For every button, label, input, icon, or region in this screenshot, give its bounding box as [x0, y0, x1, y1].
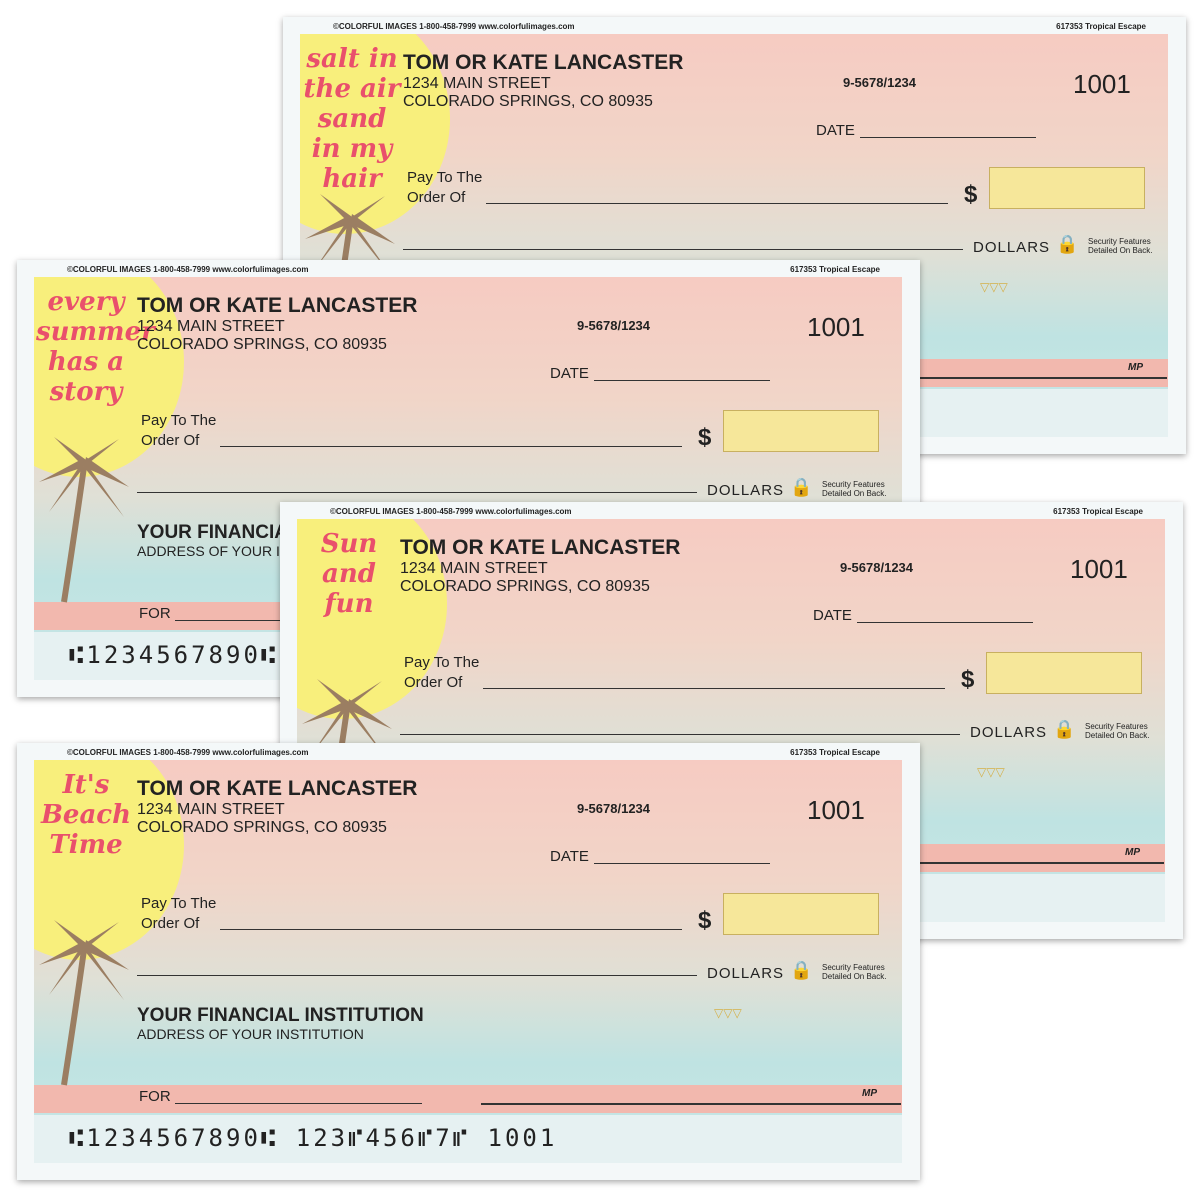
check-4: ©COLORFUL IMAGES 1-800-458-7999 www.colo…	[17, 743, 920, 1180]
mp-mark: MP	[1125, 847, 1140, 858]
pay-to-label: Pay To The	[141, 895, 217, 912]
written-amount-line[interactable]	[403, 249, 963, 250]
amount-box[interactable]	[986, 652, 1142, 694]
for-label: FOR	[139, 605, 171, 622]
dollar-sign: $	[964, 181, 978, 208]
routing-fraction: 9-5678/1234	[577, 318, 651, 333]
order-of-label: Order Of	[404, 674, 463, 691]
palm-tree-icon	[39, 437, 129, 603]
routing-fraction: 9-5678/1234	[577, 801, 651, 816]
header-right: 617353 Tropical Escape	[1056, 22, 1146, 31]
amount-box[interactable]	[723, 893, 879, 935]
pay-to-label: Pay To The	[404, 654, 480, 671]
written-amount-line[interactable]	[400, 734, 960, 735]
account-holder-name: TOM OR KATE LANCASTER	[137, 294, 418, 317]
memo-line[interactable]	[175, 1103, 422, 1104]
slogan: It's Beach Time	[40, 770, 132, 860]
dollar-sign: $	[698, 424, 712, 451]
bank-address: ADDRESS OF YOUR INSTITUTION	[137, 1026, 364, 1042]
check-number: 1001	[1070, 554, 1128, 584]
signature-line[interactable]	[747, 377, 1167, 379]
account-holder-name: TOM OR KATE LANCASTER	[403, 51, 684, 74]
address-line-1: 1234 MAIN STREET	[137, 318, 285, 335]
written-amount-line[interactable]	[137, 975, 697, 976]
triangles-icon: ▽▽▽	[714, 1006, 742, 1020]
payee-line[interactable]	[220, 446, 682, 447]
triangles-icon: ▽▽▽	[980, 280, 1008, 294]
header-left: ©COLORFUL IMAGES 1-800-458-7999 www.colo…	[67, 748, 309, 757]
date-label: DATE	[550, 848, 589, 865]
order-of-label: Order Of	[141, 432, 200, 449]
date-line[interactable]	[860, 137, 1036, 138]
pay-to-label: Pay To The	[407, 169, 483, 186]
header-right: 617353 Tropical Escape	[1053, 507, 1143, 516]
header-right: 617353 Tropical Escape	[790, 748, 880, 757]
security-note: Security Features Detailed On Back.	[1088, 237, 1153, 255]
security-note: Security Features Detailed On Back.	[822, 963, 887, 981]
address-line-2: COLORADO SPRINGS, CO 80935	[137, 336, 387, 353]
order-of-label: Order Of	[407, 189, 466, 206]
micr-line: ⑆1234567890⑆ 123⑈456⑈7⑈ 1001	[69, 1124, 558, 1152]
header-left: ©COLORFUL IMAGES 1-800-458-7999 www.colo…	[333, 22, 575, 31]
dollars-label: DOLLARS	[707, 482, 785, 499]
date-line[interactable]	[594, 863, 770, 864]
date-line[interactable]	[594, 380, 770, 381]
check-number: 1001	[807, 312, 865, 342]
routing-fraction: 9-5678/1234	[840, 560, 914, 575]
security-note: Security Features Detailed On Back.	[1085, 722, 1150, 740]
date-label: DATE	[813, 607, 852, 624]
address-line-2: COLORADO SPRINGS, CO 80935	[137, 819, 387, 836]
pay-to-label: Pay To The	[141, 412, 217, 429]
check-number: 1001	[807, 795, 865, 825]
bank-name: YOUR FINANCIAL INSTITUTION	[137, 1005, 424, 1026]
date-label: DATE	[550, 365, 589, 382]
date-label: DATE	[816, 122, 855, 139]
address-line-1: 1234 MAIN STREET	[403, 75, 551, 92]
lock-icon: 🔒	[1056, 234, 1079, 254]
security-note: Security Features Detailed On Back.	[822, 480, 887, 498]
order-of-label: Order Of	[141, 915, 200, 932]
payee-line[interactable]	[483, 688, 945, 689]
signature-line[interactable]	[481, 1103, 901, 1105]
account-holder-name: TOM OR KATE LANCASTER	[400, 536, 681, 559]
dollars-label: DOLLARS	[970, 724, 1048, 741]
mp-mark: MP	[1128, 362, 1143, 373]
written-amount-line[interactable]	[137, 492, 697, 493]
dollar-sign: $	[698, 907, 712, 934]
slogan: every summer has a story	[36, 287, 155, 407]
palm-tree-icon	[39, 920, 129, 1086]
check-face: It's Beach Time TOM OR KATE LANCASTER 12…	[34, 760, 902, 1163]
micr-area	[34, 1115, 902, 1163]
date-line[interactable]	[857, 622, 1033, 623]
payee-line[interactable]	[220, 929, 682, 930]
slogan: salt in the air sand in my hair	[303, 44, 401, 194]
lock-icon: 🔒	[1053, 719, 1076, 739]
mp-mark: MP	[862, 1088, 877, 1099]
amount-box[interactable]	[723, 410, 879, 452]
header-right: 617353 Tropical Escape	[790, 265, 880, 274]
amount-box[interactable]	[989, 167, 1145, 209]
lock-icon: 🔒	[790, 477, 813, 497]
header-left: ©COLORFUL IMAGES 1-800-458-7999 www.colo…	[330, 507, 572, 516]
address-line-1: 1234 MAIN STREET	[400, 560, 548, 577]
dollars-label: DOLLARS	[707, 965, 785, 982]
address-line-1: 1234 MAIN STREET	[137, 801, 285, 818]
lock-icon: 🔒	[790, 960, 813, 980]
address-line-2: COLORADO SPRINGS, CO 80935	[400, 578, 650, 595]
payee-line[interactable]	[486, 203, 948, 204]
dollar-sign: $	[961, 666, 975, 693]
address-line-2: COLORADO SPRINGS, CO 80935	[403, 93, 653, 110]
dollars-label: DOLLARS	[973, 239, 1051, 256]
triangles-icon: ▽▽▽	[977, 765, 1005, 779]
slogan: Sun and fun	[320, 529, 378, 619]
pink-band	[34, 1085, 902, 1113]
routing-fraction: 9-5678/1234	[843, 75, 917, 90]
header-left: ©COLORFUL IMAGES 1-800-458-7999 www.colo…	[67, 265, 309, 274]
account-holder-name: TOM OR KATE LANCASTER	[137, 777, 418, 800]
signature-line[interactable]	[744, 862, 1164, 864]
for-label: FOR	[139, 1088, 171, 1105]
check-number: 1001	[1073, 69, 1131, 99]
